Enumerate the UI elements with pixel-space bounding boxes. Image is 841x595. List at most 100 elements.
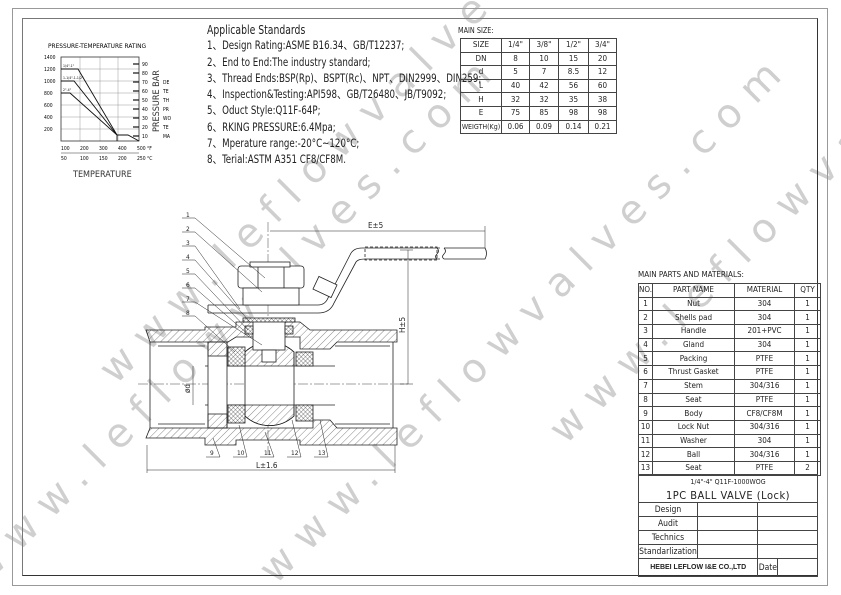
callout-label: 7 bbox=[186, 295, 190, 303]
size-cell: H bbox=[460, 92, 502, 107]
dim-l: L±1.6 bbox=[256, 461, 278, 470]
part-cell: PTFE bbox=[734, 351, 796, 367]
part-cell: 1 bbox=[794, 447, 822, 462]
series-line-2 bbox=[61, 80, 118, 136]
dim-h: H±5 bbox=[398, 317, 407, 333]
size-cell: DN bbox=[460, 51, 502, 67]
series-line-tail bbox=[117, 134, 140, 142]
size-cell: d bbox=[460, 65, 502, 80]
x-axis-label: TEMPERATURE bbox=[72, 170, 132, 180]
part-cell: 304/316 bbox=[734, 378, 796, 394]
part-cell: 10 bbox=[637, 419, 654, 435]
part-cell: 11 bbox=[637, 433, 654, 449]
y2-tick-label: 70 bbox=[142, 80, 148, 86]
size-cell: 1/2" bbox=[558, 38, 589, 53]
part-cell: Ball bbox=[652, 447, 736, 462]
x-tick-label-c: 200 bbox=[118, 156, 127, 162]
series-line-3 bbox=[61, 92, 118, 136]
chart-title: PRESSURE-TEMPERATURE RATING bbox=[48, 42, 147, 50]
part-cell: Handle bbox=[652, 324, 736, 339]
side-letter: TE bbox=[162, 89, 169, 95]
part-cell: Stem bbox=[652, 378, 736, 394]
size-cell: 0.06 bbox=[501, 119, 530, 135]
size-cell: 35 bbox=[558, 92, 589, 107]
applicable-standards: Applicable Standards 1、Design Rating:ASM… bbox=[207, 22, 481, 169]
part-cell: Nut bbox=[652, 296, 736, 312]
date-value bbox=[777, 558, 818, 577]
x-tick-label-c: 50 bbox=[61, 156, 67, 162]
x-tick-label-f: 400 bbox=[118, 146, 127, 152]
part-cell: Washer bbox=[652, 433, 736, 449]
part-cell: Lock Nut bbox=[652, 419, 736, 435]
y2-tick-label: 40 bbox=[142, 107, 148, 113]
side-letter: PR bbox=[163, 107, 169, 113]
part-cell: 1 bbox=[794, 324, 822, 339]
standard-item: 8、Terial:ASTM A351 CF8/CF8M. bbox=[207, 153, 346, 167]
part-cell: 12 bbox=[637, 447, 654, 462]
callout-label: 5 bbox=[186, 267, 190, 275]
callout-label: 4 bbox=[186, 253, 190, 261]
part-cell: 304 bbox=[734, 296, 796, 312]
size-cell: 3/4" bbox=[588, 38, 617, 53]
size-cell: 15 bbox=[558, 51, 589, 67]
size-cell: 40 bbox=[501, 78, 530, 94]
model-number: 1/4"-4" Q11F-1000WOG bbox=[690, 477, 766, 486]
role-design: Design bbox=[638, 502, 698, 517]
y-tick-label: 1200 bbox=[44, 67, 56, 73]
series-label: 1-1/4"-1-1/2" bbox=[63, 76, 84, 80]
size-cell: 56 bbox=[558, 78, 589, 94]
role-technics: Technics bbox=[638, 530, 698, 545]
standards-heading: Applicable Standards bbox=[207, 23, 306, 37]
size-cell: E bbox=[460, 105, 502, 121]
size-cell: 32 bbox=[529, 92, 559, 107]
side-letter: MA bbox=[163, 134, 171, 140]
part-cell: 13 bbox=[637, 460, 654, 476]
callout-label: 2 bbox=[186, 225, 190, 233]
pt-chart: PRESSURE-TEMPERATURE RATING 1400 1200 1000… bbox=[44, 42, 171, 180]
part-cell: PTFE bbox=[734, 365, 796, 380]
size-cell: L bbox=[460, 78, 502, 94]
size-cell: 0.14 bbox=[558, 119, 589, 135]
x-tick-label-f: 100 bbox=[61, 146, 70, 152]
size-cell: 98 bbox=[558, 105, 589, 121]
x-tick-label-c: 100 bbox=[80, 156, 89, 162]
standard-item: 1、Design Rating:ASME B16.34、GB/T12237; bbox=[207, 39, 405, 53]
part-cell: 1 bbox=[794, 365, 822, 380]
size-cell: 3/8" bbox=[529, 38, 559, 53]
part-cell: 1 bbox=[794, 378, 822, 394]
size-cell: 38 bbox=[588, 92, 617, 107]
part-cell: 5 bbox=[637, 351, 654, 367]
size-cell: 42 bbox=[529, 78, 559, 94]
size-cell: 7 bbox=[529, 65, 559, 80]
dim-d: ød bbox=[183, 384, 192, 393]
part-cell: PTFE bbox=[734, 392, 796, 408]
part-cell: 304 bbox=[734, 310, 796, 326]
parts-label: MAIN PARTS AND MATERIALS: bbox=[638, 270, 744, 279]
standard-item: 4、Inspection&Testing:API598、GB/T26480、JB… bbox=[207, 88, 447, 102]
part-cell: 304 bbox=[734, 337, 796, 353]
part-cell: 8 bbox=[637, 392, 654, 408]
size-cell: 1/4" bbox=[501, 38, 530, 53]
y2-tick-label: 60 bbox=[142, 89, 148, 95]
role-audit: Audit bbox=[638, 516, 698, 531]
part-cell: Seat bbox=[652, 392, 736, 408]
y-tick-label: 1400 bbox=[44, 55, 56, 61]
y-tick-label: 1000 bbox=[44, 79, 56, 85]
parts-header-cell: MATERIAL bbox=[734, 283, 796, 298]
size-cell: 75 bbox=[501, 105, 530, 121]
part-cell: 304/316 bbox=[734, 419, 796, 435]
part-cell: 3 bbox=[637, 324, 654, 339]
part-cell: 4 bbox=[637, 337, 654, 353]
standard-item: 2、End to End:The industry standard; bbox=[207, 55, 371, 69]
